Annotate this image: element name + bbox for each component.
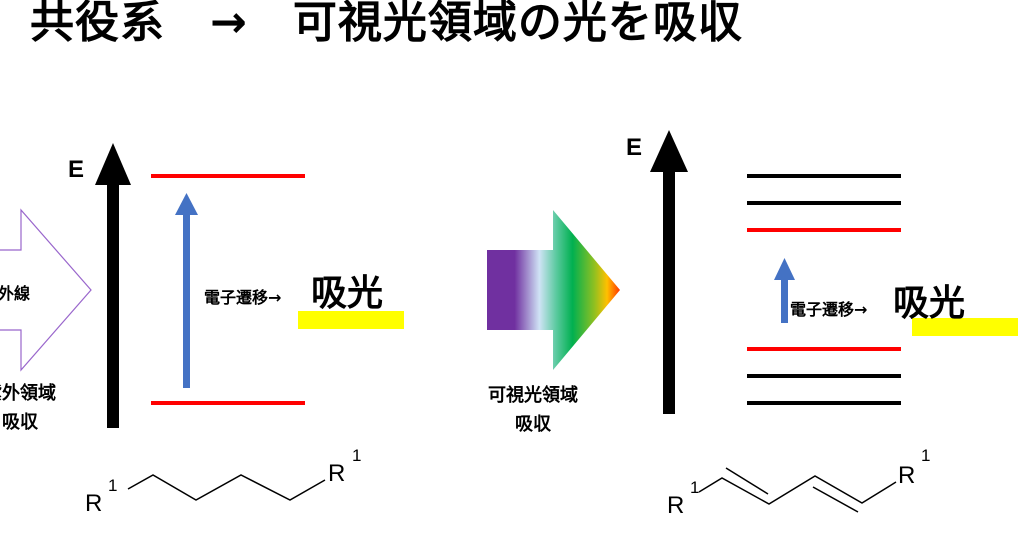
energy-label-left: E xyxy=(68,156,85,183)
visible-light-arrow xyxy=(487,210,620,370)
transition-arrow-left xyxy=(175,193,198,388)
absorption-text-left: 吸光 xyxy=(311,273,384,314)
r-group-right-b-sup: 1 xyxy=(921,446,931,465)
energy-level-upper-left xyxy=(151,174,305,178)
energy-axis-arrow-left xyxy=(95,143,131,428)
energy-label-right: E xyxy=(626,134,643,161)
visible-caption-line2: 吸収 xyxy=(515,414,551,435)
transition-arrow-right xyxy=(774,258,795,323)
transition-text-left: 電子遷移→ xyxy=(204,288,282,307)
energy-axis-arrow-right xyxy=(650,130,688,414)
slide-title: 共役系 → 可視光領域の光を吸収 xyxy=(30,0,743,48)
energy-level-1 xyxy=(747,174,901,178)
absorption-text-right: 吸光 xyxy=(893,283,966,324)
highlight-bar-right xyxy=(912,318,1018,336)
energy-level-2 xyxy=(747,201,901,205)
visible-caption: 可視光領域 吸収 xyxy=(472,381,594,439)
uv-caption: 紫外領域 吸収 xyxy=(0,379,70,437)
conjugated-chain xyxy=(698,467,897,513)
energy-level-homo xyxy=(747,347,901,351)
r-group-left-b-sup: 1 xyxy=(352,446,362,465)
visible-caption-line1: 可視光領域 xyxy=(488,385,578,406)
r-group-left-a: R xyxy=(85,490,103,517)
transition-text-right: 電子遷移→ xyxy=(790,300,868,319)
uv-light-arrow xyxy=(0,208,92,372)
uv-arrow-label: 紫外線 xyxy=(0,284,31,303)
saturated-chain xyxy=(127,474,326,501)
energy-level-lumo xyxy=(747,228,901,232)
energy-level-lower-left xyxy=(151,401,305,405)
r-group-left-a-sup: 1 xyxy=(108,476,118,495)
r-group-right-a-sup: 1 xyxy=(690,478,700,497)
energy-level-6 xyxy=(747,401,901,405)
highlight-bar-left xyxy=(298,311,404,329)
uv-caption-line1: 紫外領域 xyxy=(0,383,56,404)
r-group-left-b: R xyxy=(328,460,346,487)
uv-caption-line2: 吸収 xyxy=(2,412,38,433)
r-group-right-a: R xyxy=(667,492,685,519)
energy-level-5 xyxy=(747,374,901,378)
r-group-right-b: R xyxy=(898,462,916,489)
